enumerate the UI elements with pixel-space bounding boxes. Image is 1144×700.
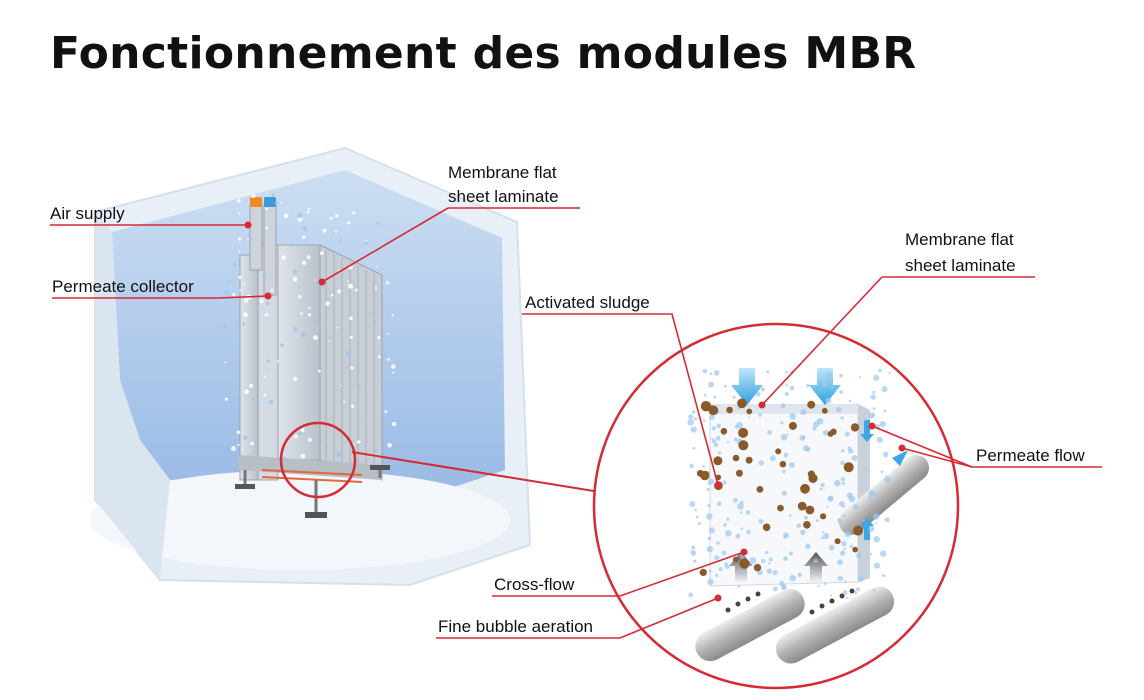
label-activated-sludge: Activated sludge xyxy=(525,293,650,312)
label-membrane-left-2: sheet laminate xyxy=(448,187,559,206)
label-cross-flow: Cross-flow xyxy=(494,575,575,594)
inflow-arrow-icon xyxy=(731,368,763,405)
page-title: Fonctionnement des modules MBR xyxy=(50,28,917,79)
zoom-detail xyxy=(592,322,960,690)
leader-dots xyxy=(244,221,906,602)
label-fine-bubble-aeration: Fine bubble aeration xyxy=(438,617,593,636)
label-permeate-collector: Permeate collector xyxy=(52,277,194,296)
label-membrane-right-1: Membrane flat xyxy=(905,230,1014,249)
zoom-connector-line xyxy=(351,451,601,493)
leader-lines xyxy=(50,207,1102,639)
label-membrane-left-1: Membrane flat xyxy=(448,163,557,182)
blue-cap-icon xyxy=(264,197,276,207)
permeate-arrow-icon xyxy=(860,420,874,442)
mbr-module xyxy=(235,197,390,518)
zoom-region-circle xyxy=(279,421,357,499)
permeate-arrow-icon xyxy=(860,518,874,540)
orange-cap-icon xyxy=(250,197,262,207)
cross-flow-arrow-icon xyxy=(804,552,828,582)
permeate-arrow-icon xyxy=(892,450,908,466)
label-air-supply: Air supply xyxy=(50,204,125,223)
tank-bubbles xyxy=(223,193,397,462)
label-permeate-flow: Permeate flow xyxy=(976,446,1085,465)
label-membrane-right-2: sheet laminate xyxy=(905,256,1016,275)
